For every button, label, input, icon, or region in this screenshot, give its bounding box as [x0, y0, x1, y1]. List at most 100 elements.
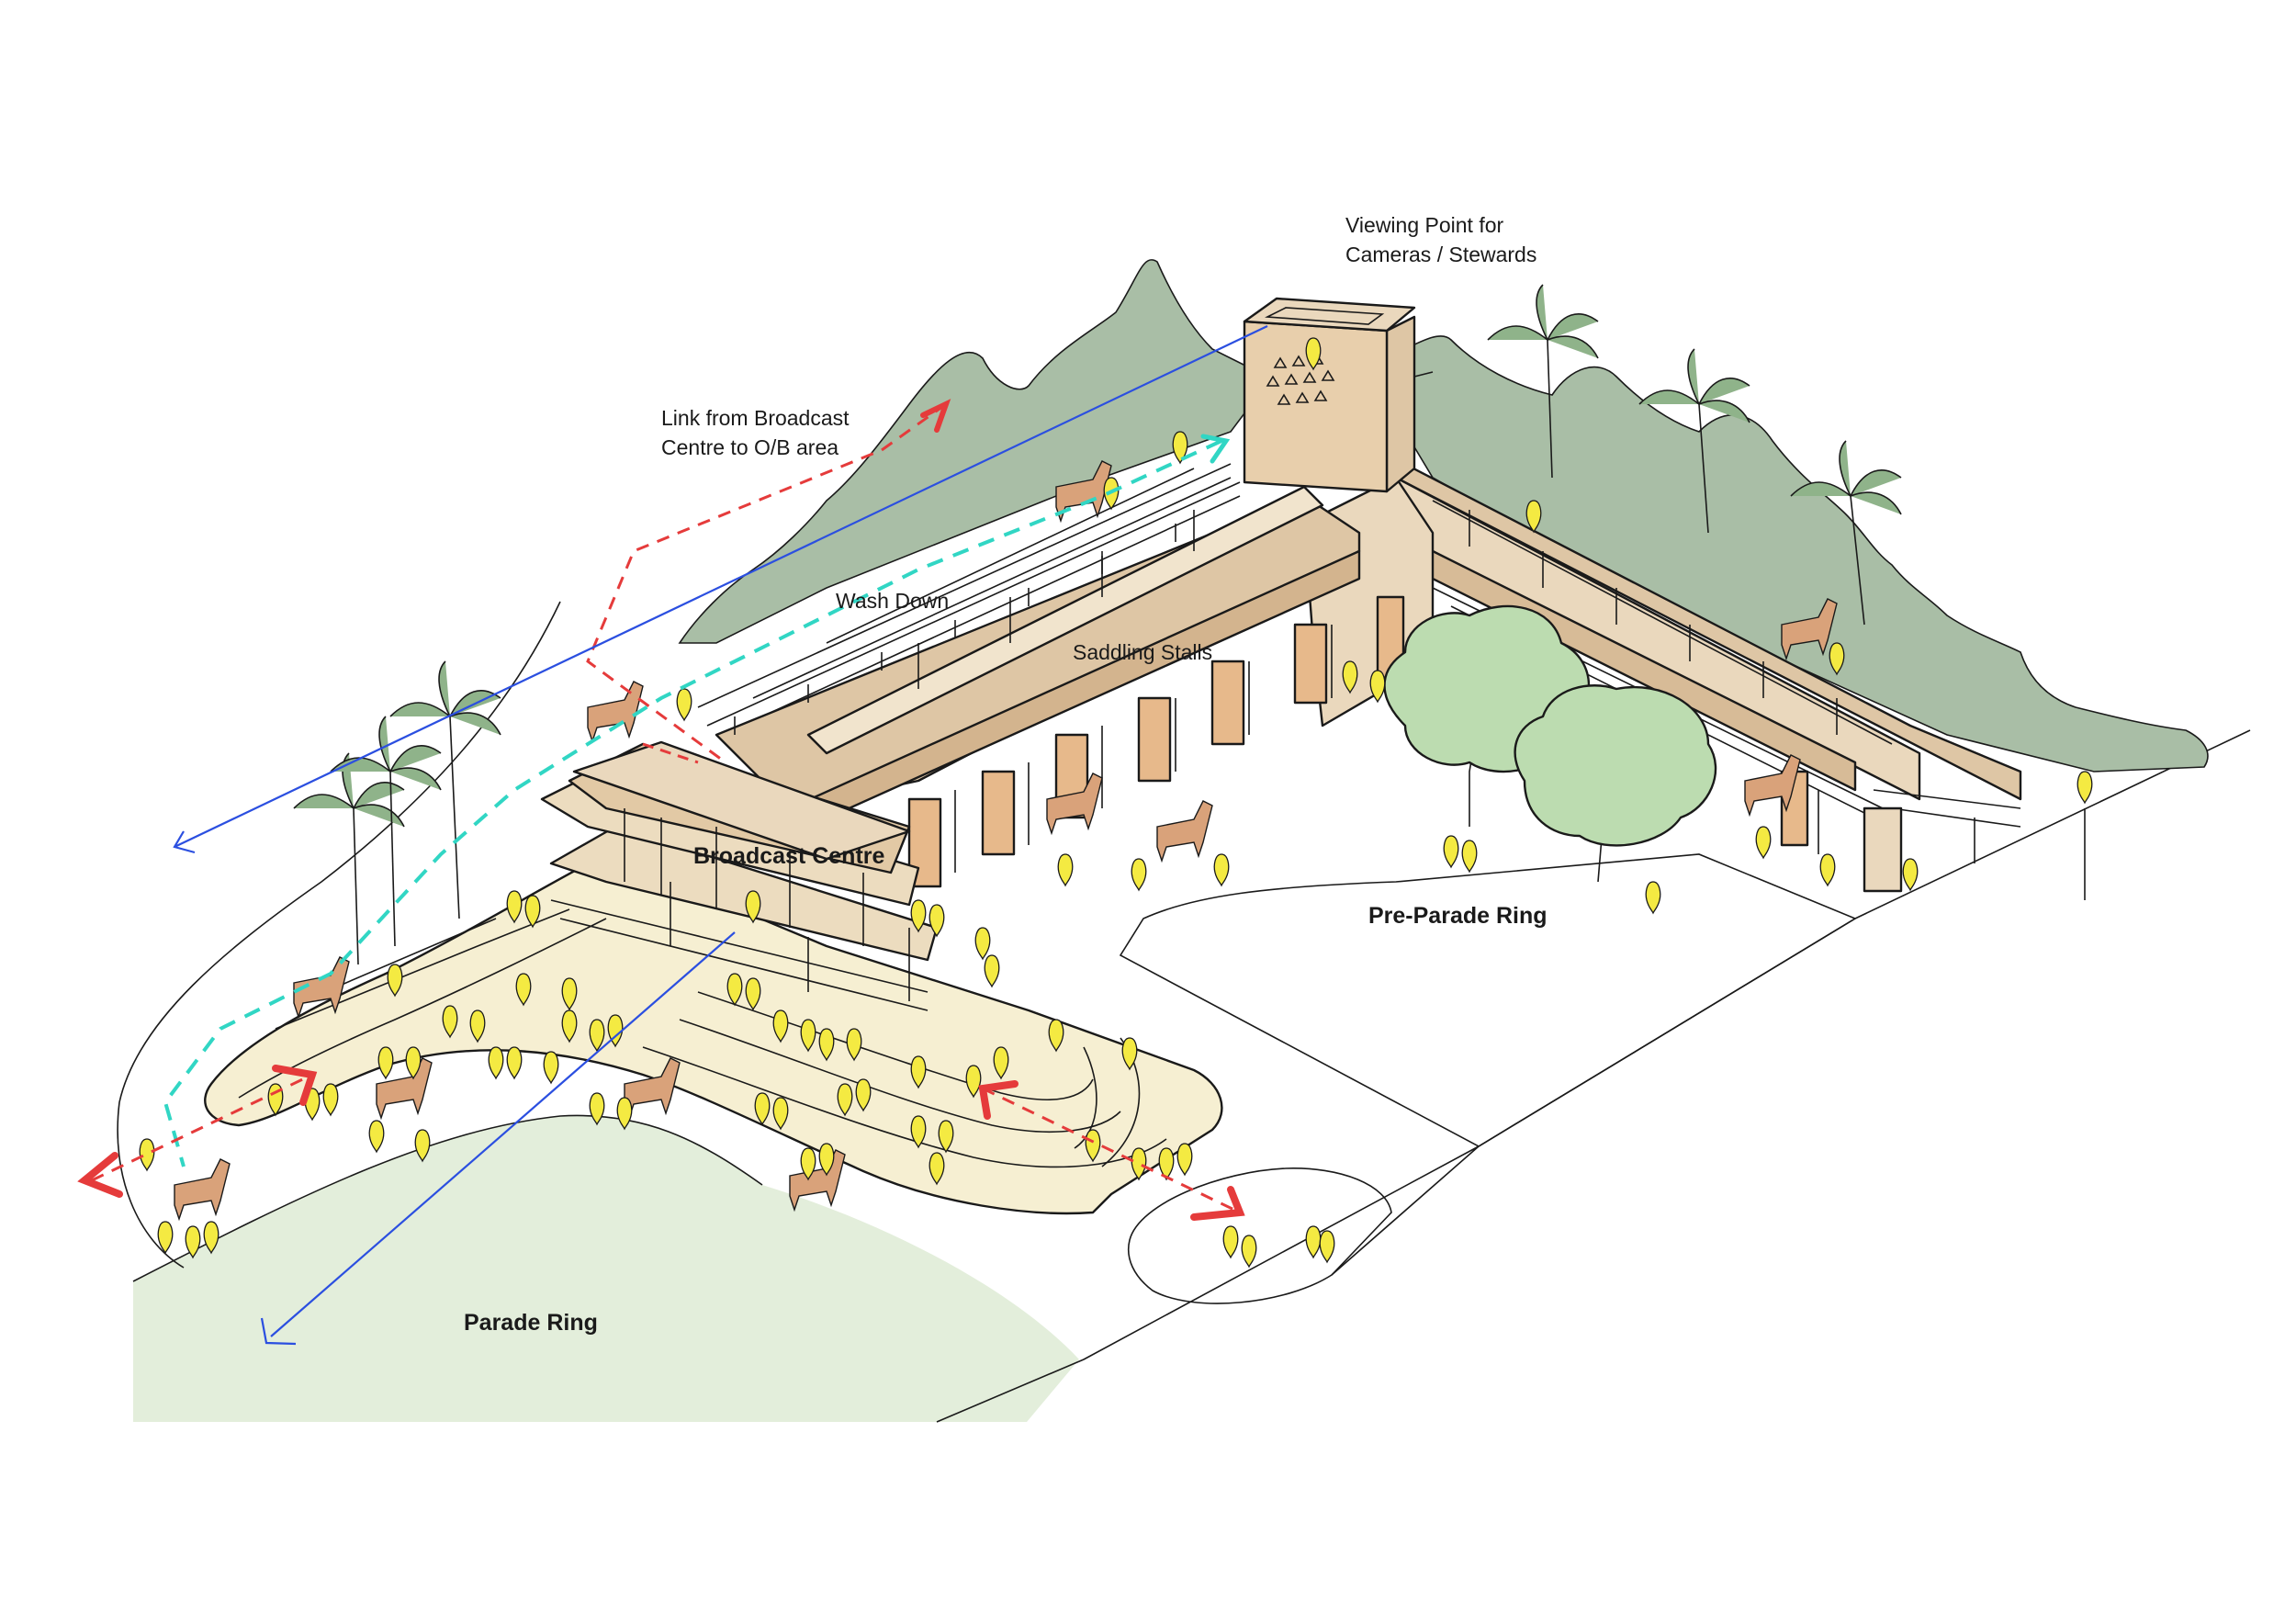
person-figure: [1131, 858, 1147, 892]
person-figure: [974, 927, 991, 961]
person-figure: [387, 964, 403, 998]
person-figure: [772, 1009, 789, 1043]
person-figure: [543, 1051, 559, 1085]
sightline-lower: [270, 931, 736, 1337]
person-figure: [414, 1129, 431, 1163]
horse-figure: [1744, 754, 1801, 818]
person-figure: [524, 895, 541, 929]
person-figure: [984, 954, 1000, 988]
person-figure: [589, 1019, 605, 1053]
person-figure: [910, 1055, 927, 1089]
hills-right: [1404, 335, 2209, 773]
person-figure: [1121, 1037, 1138, 1071]
person-figure: [1829, 642, 1845, 676]
horse-figure: [1156, 800, 1213, 863]
red-arrowhead-mid: [642, 742, 699, 764]
person-figure: [1461, 840, 1478, 874]
broadcast-centre-label: Broadcast Centre: [693, 843, 884, 869]
person-figure: [515, 973, 532, 1007]
person-figure: [203, 1221, 219, 1255]
person-figure: [929, 904, 945, 938]
person-figure: [846, 1028, 862, 1062]
pre-parade-edge: [936, 918, 1856, 1423]
ob-link-route: [586, 402, 947, 764]
broadcast-rail: [550, 899, 929, 1011]
trees: [1383, 604, 1717, 883]
stall-panel: [1137, 696, 1172, 783]
tower-rail: [1413, 371, 1434, 378]
tower-side: [1385, 315, 1416, 493]
person-figure: [1213, 853, 1230, 887]
person-figure: [1819, 853, 1836, 887]
person-figure: [745, 977, 761, 1011]
horse-figure: [1781, 598, 1838, 661]
person-figure: [929, 1152, 945, 1186]
person-figure: [322, 1083, 339, 1117]
person-figure: [800, 1147, 816, 1181]
terrace-step-1: [238, 918, 1167, 1168]
broadcast-centre: [204, 740, 1223, 1215]
person-figure: [965, 1065, 982, 1099]
person-figure: [993, 1046, 1009, 1080]
person-figure: [855, 1078, 872, 1112]
sightlines: [173, 325, 1268, 1346]
palm-tree: [1487, 284, 1599, 479]
palm-tree: [293, 752, 405, 965]
person-figure: [1048, 1019, 1064, 1053]
person-figure: [1755, 826, 1772, 860]
site-edge-bottom: [132, 1114, 763, 1282]
person-figure: [938, 1120, 954, 1154]
person-figure: [676, 688, 692, 722]
sightline-lower-arrow: [260, 1317, 297, 1346]
person-figure: [442, 1005, 458, 1039]
sightline-upper-arrow: [173, 830, 196, 854]
person-figure: [1305, 337, 1322, 371]
hills-left: [678, 259, 1259, 644]
person-figure: [469, 1009, 486, 1043]
tower-top-inner: [1265, 307, 1385, 325]
cross-route-right: [982, 1087, 1241, 1214]
person-figure: [1241, 1235, 1257, 1269]
person-figure: [1305, 1225, 1322, 1259]
palm-trees: [293, 284, 1902, 965]
person-figure: [185, 1225, 201, 1259]
person-figure: [726, 973, 743, 1007]
horse-figure: [1055, 460, 1112, 524]
person-figure: [745, 890, 761, 924]
horses: [174, 460, 1838, 1222]
pre-parade-ring-lawn: [1119, 853, 1857, 1147]
tower-top: [1243, 297, 1416, 333]
person-figure: [1645, 881, 1661, 915]
floor-3: [549, 825, 939, 962]
person-figure: [837, 1083, 853, 1117]
person-figure: [1057, 853, 1074, 887]
person-figure: [754, 1092, 771, 1126]
wash-down-label: Wash Down: [836, 589, 949, 613]
link-label-line-1: Link from Broadcast: [661, 406, 850, 430]
ob-link-arrowhead: [920, 399, 951, 433]
person-figure: [1902, 858, 1919, 892]
person-figure: [368, 1120, 385, 1154]
person-figure: [506, 890, 523, 924]
person-figure: [488, 1046, 504, 1080]
person-figure: [910, 1115, 927, 1149]
labels: Viewing Point for Cameras / Stewards Lin…: [464, 213, 1548, 1336]
person-figure: [561, 977, 578, 1011]
person-figure: [377, 1046, 394, 1080]
person-figure: [1172, 431, 1188, 465]
horse-route: [163, 439, 1222, 1167]
person-figure: [818, 1028, 835, 1062]
viewing-point-label: Viewing Point for Cameras / Stewards: [1345, 213, 1536, 266]
person-figure: [157, 1221, 174, 1255]
broadcast-columns: [624, 808, 910, 1001]
stall-columns: [954, 625, 1333, 873]
person-figure: [1319, 1230, 1335, 1264]
person-figure: [800, 1019, 816, 1053]
horse-figure: [587, 681, 644, 744]
parade-ring-label: Parade Ring: [464, 1310, 598, 1336]
viewing-point-label-line-2: Cameras / Stewards: [1345, 242, 1536, 266]
left-wing-skylight: [806, 485, 1324, 755]
horse-figure: [1046, 773, 1103, 836]
person-figure: [1342, 660, 1358, 694]
person-figure: [1176, 1143, 1193, 1177]
